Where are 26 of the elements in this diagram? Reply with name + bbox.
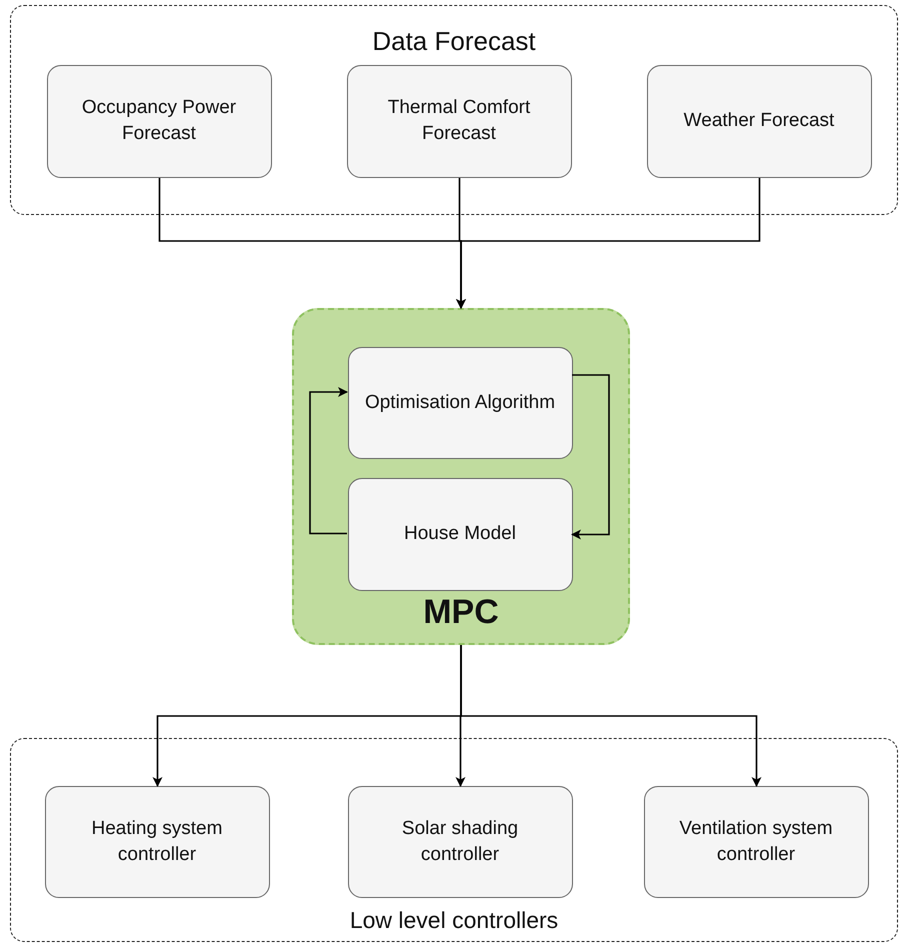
dashed-group-box [10, 5, 898, 215]
box-label: Weather Forecast [684, 109, 834, 134]
group-title: Data Forecast [371, 28, 537, 54]
arrow [456, 178, 760, 309]
box-label: Ventilation system controller [678, 816, 834, 866]
process-box [646, 64, 872, 178]
process-box [348, 346, 572, 458]
process-box [644, 786, 868, 898]
arrow [309, 387, 348, 534]
box-label: Solar shading controller [400, 816, 520, 866]
group-title: Low level controllers [348, 909, 560, 932]
box-label: Heating system controller [90, 816, 224, 866]
process-box [348, 478, 572, 590]
box-label: Occupancy Power Forecast [80, 96, 238, 146]
process-box [346, 64, 572, 178]
arrow [571, 374, 610, 540]
group-title: MPC [422, 595, 500, 629]
box-label: Thermal Comfort Forecast [386, 96, 532, 146]
process-box [44, 786, 270, 898]
process-box [348, 786, 572, 898]
arrow [460, 645, 762, 787]
box-label: House Model [404, 522, 516, 546]
dashed-group-box [10, 738, 898, 942]
controller-container [292, 308, 630, 645]
process-box [46, 64, 272, 178]
box-label: Optimisation Algorithm [364, 390, 556, 415]
